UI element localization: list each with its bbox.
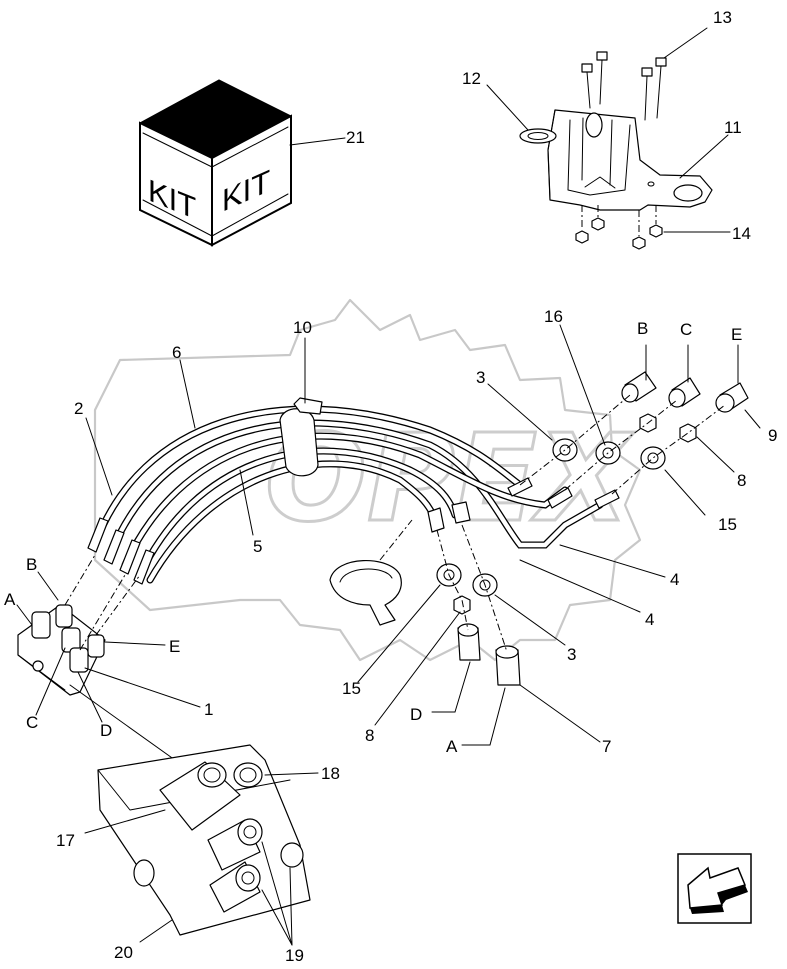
bracket-assembly: [519, 51, 713, 250]
callout-labels: 21 12 13 11 14 10 6 2 5 3 16 B C E 9 8 1…: [4, 8, 777, 965]
callout-6: 6: [172, 343, 181, 362]
valve-block-1: [17, 554, 141, 696]
leader-lines: [16, 27, 761, 946]
label-C-left: C: [26, 713, 38, 732]
callout-9: 9: [768, 426, 777, 445]
label-D-lower: D: [410, 705, 422, 724]
watermark: OPEX: [93, 298, 642, 662]
nuts-14: [575, 205, 663, 250]
label-B-right: B: [637, 319, 648, 338]
strap-10: [279, 397, 323, 477]
callout-18: 18: [321, 764, 340, 783]
callout-3-upper: 3: [476, 368, 485, 387]
label-C-right: C: [680, 320, 692, 339]
hose-bundle: [87, 405, 620, 585]
valve-block-20: [69, 684, 311, 936]
back-arrow-button[interactable]: [677, 853, 752, 924]
label-A-left: A: [4, 590, 16, 609]
callout-16: 16: [544, 307, 563, 326]
callout-5: 5: [253, 537, 262, 556]
label-E-right: E: [731, 325, 742, 344]
callout-4-lower: 4: [645, 610, 654, 629]
clip-12: [519, 128, 557, 144]
callout-2: 2: [74, 399, 83, 418]
callout-4-upper: 4: [670, 570, 679, 589]
right-fittings: [519, 371, 749, 495]
clamp-15: [329, 559, 402, 626]
bolts-13: [581, 51, 667, 121]
callout-15-right: 15: [718, 515, 737, 534]
callout-8-lower: 8: [365, 726, 374, 745]
callout-13: 13: [713, 8, 732, 27]
arrow-back-icon: [687, 866, 748, 914]
kit-box: KIT KIT: [138, 79, 293, 247]
callout-1: 1: [204, 700, 213, 719]
callout-11: 11: [724, 118, 742, 137]
callout-21: 21: [346, 128, 365, 147]
lower-fittings: [379, 519, 521, 686]
callout-15-left: 15: [342, 679, 361, 698]
callout-19: 19: [285, 946, 304, 965]
callout-20: 20: [114, 943, 133, 962]
callout-7: 7: [602, 737, 611, 756]
callout-14: 14: [732, 224, 751, 243]
callout-12: 12: [462, 69, 481, 88]
callout-17: 17: [56, 831, 75, 850]
label-B-left: B: [26, 555, 37, 574]
label-A-lower: A: [446, 737, 458, 756]
callout-8-right: 8: [737, 471, 746, 490]
watermark-text: OPEX: [265, 410, 635, 549]
callout-10: 10: [293, 318, 312, 337]
label-D-left: D: [100, 721, 112, 740]
label-E-left: E: [169, 637, 180, 656]
callout-3-lower: 3: [567, 645, 576, 664]
